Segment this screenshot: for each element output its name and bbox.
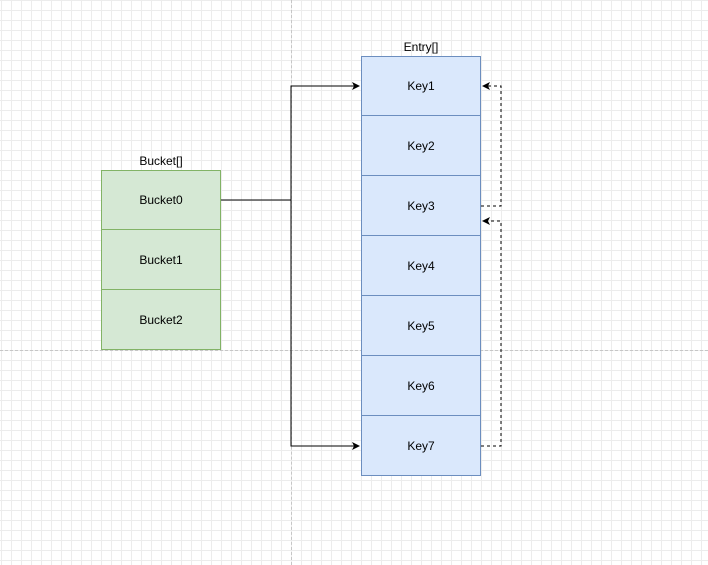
bucket-cell-1[interactable]: Bucket1 — [101, 230, 221, 290]
entry-array: Key1 Key2 Key3 Key4 Key5 Key6 Key7 — [361, 56, 481, 476]
entry-array-title: Entry[] — [403, 40, 439, 54]
entry-cell-key3[interactable]: Key3 — [361, 176, 481, 236]
entry-cell-key6[interactable]: Key6 — [361, 356, 481, 416]
bucket-array: Bucket0 Bucket1 Bucket2 — [101, 170, 221, 350]
bucket-cell-0[interactable]: Bucket0 — [101, 170, 221, 230]
bucket-array-title: Bucket[] — [139, 154, 183, 168]
connector-key3-to-key1 — [481, 82, 502, 207]
connector-key7-to-key3 — [481, 217, 502, 447]
bucket-cell-2[interactable]: Bucket2 — [101, 290, 221, 350]
connector-bucket0-to-key1 — [221, 82, 360, 201]
entry-cell-key7[interactable]: Key7 — [361, 416, 481, 476]
entry-cell-key4[interactable]: Key4 — [361, 236, 481, 296]
entry-cell-key2[interactable]: Key2 — [361, 116, 481, 176]
entry-cell-key5[interactable]: Key5 — [361, 296, 481, 356]
connector-bucket0-to-key7 — [290, 200, 360, 450]
entry-cell-key1[interactable]: Key1 — [361, 56, 481, 116]
page-break-horizontal — [0, 350, 708, 351]
